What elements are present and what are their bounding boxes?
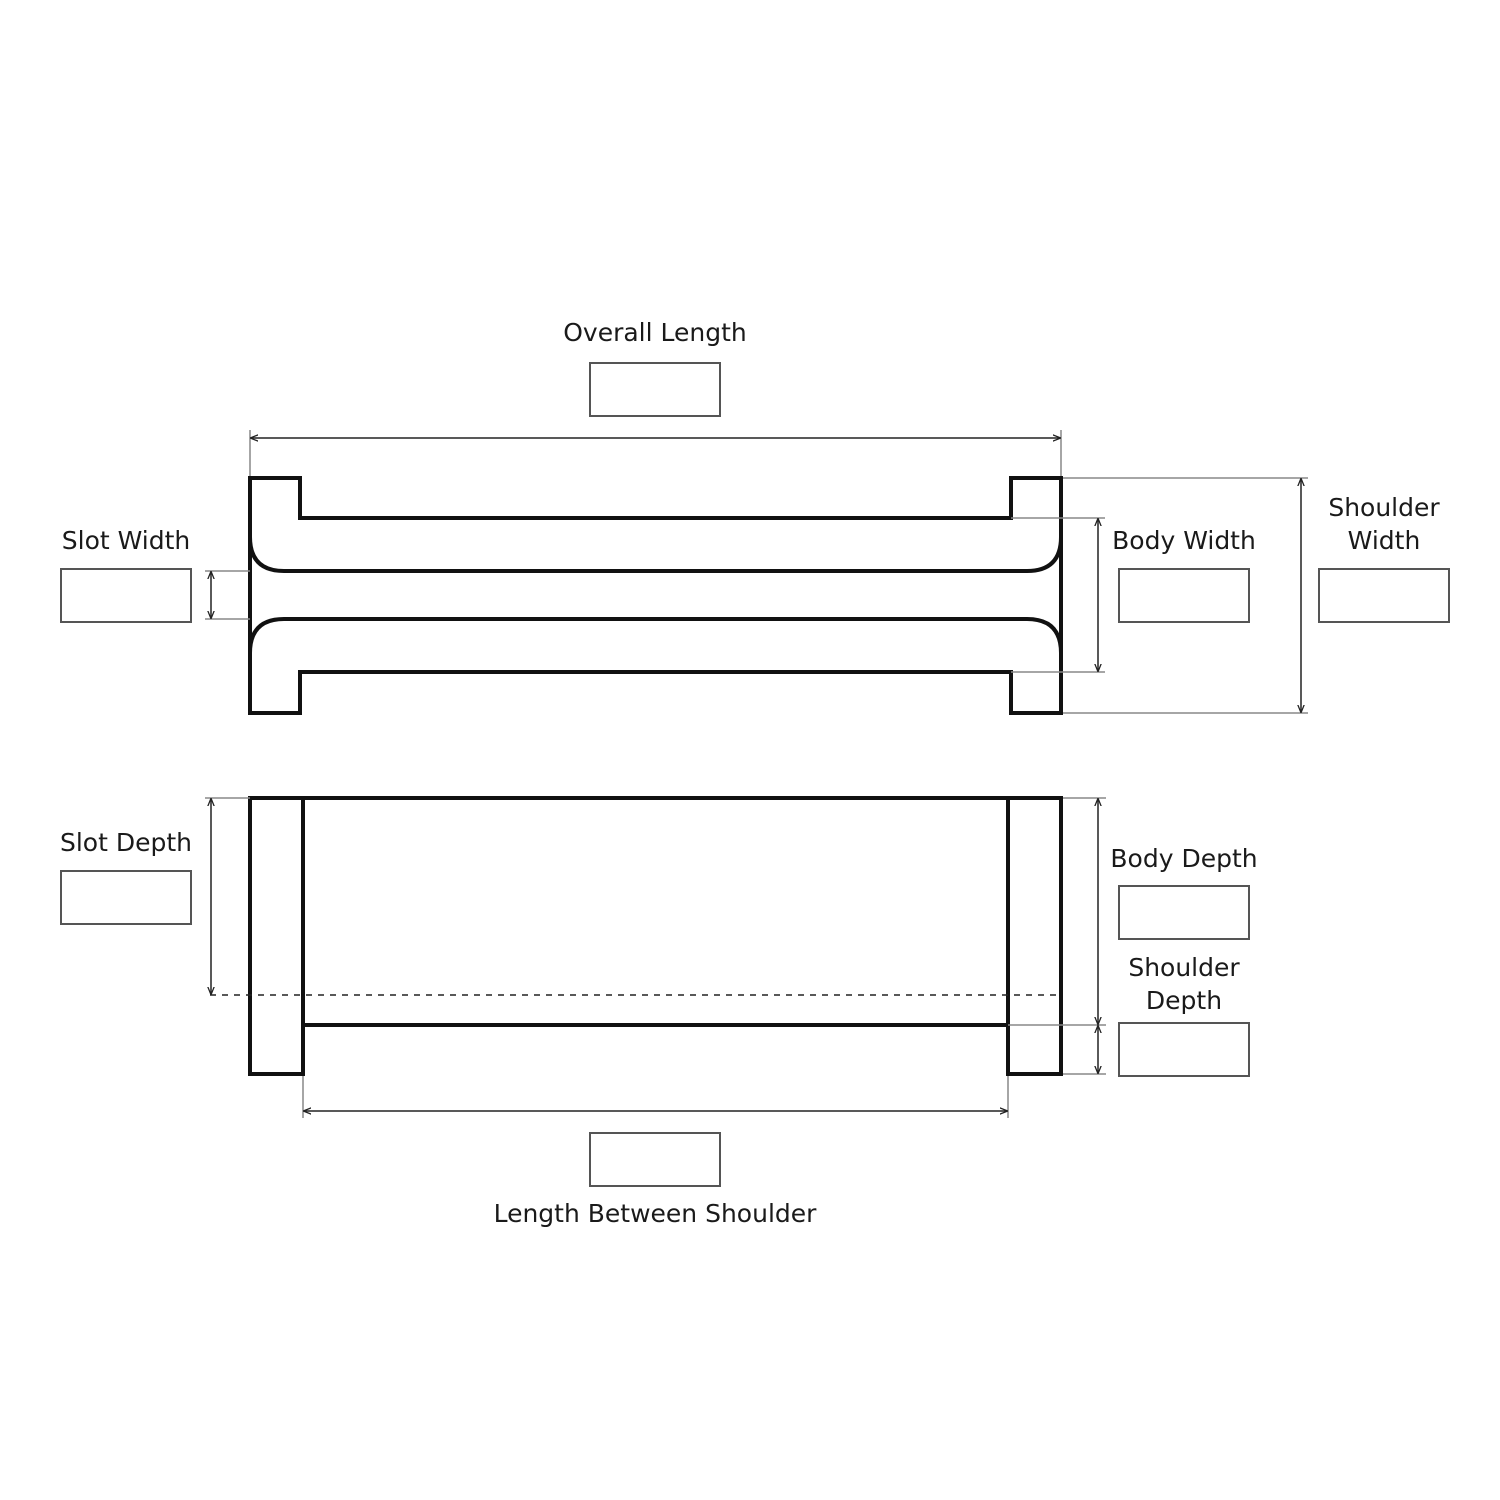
body-width-field[interactable]	[1118, 568, 1250, 623]
shoulder-width-field[interactable]	[1318, 568, 1450, 623]
shoulder-width-label-line1: Shoulder	[1328, 493, 1440, 522]
length-between-shoulder-field[interactable]	[589, 1132, 721, 1187]
overall-length-label: Overall Length	[563, 318, 747, 347]
slot-depth-dimension	[205, 797, 250, 994]
slot-depth-label: Slot Depth	[60, 828, 192, 857]
shoulder-depth-label-line2: Depth	[1146, 986, 1222, 1015]
slot-width-label: Slot Width	[62, 526, 191, 555]
length-between-shoulder-label: Length Between Shoulder	[494, 1199, 818, 1228]
shoulder-depth-label-line1: Shoulder	[1128, 953, 1240, 982]
body-depth-dimension	[1008, 797, 1106, 1026]
body-width-dimension	[1011, 517, 1105, 673]
shoulder-width-dimension	[1063, 477, 1308, 714]
body-width-label: Body Width	[1112, 526, 1256, 555]
slot-width-dimension	[205, 570, 250, 620]
body-depth-field[interactable]	[1118, 885, 1250, 940]
shoulder-width-label-line2: Width	[1348, 526, 1421, 555]
shoulder-depth-dimension	[1063, 1026, 1106, 1075]
side-view-right-shoulder	[1006, 796, 1063, 1076]
top-view-lower-half	[248, 617, 1063, 715]
side-view-left-shoulder	[248, 796, 305, 1076]
overall-length-field[interactable]	[589, 362, 721, 417]
top-view-upper-half	[248, 476, 1063, 573]
shoulder-depth-field[interactable]	[1118, 1022, 1250, 1077]
top-view	[248, 476, 1063, 715]
overall-length-dimension	[249, 430, 1062, 476]
side-view	[210, 796, 1063, 1076]
slot-depth-field[interactable]	[60, 870, 192, 925]
body-depth-label: Body Depth	[1110, 844, 1257, 873]
slot-width-field[interactable]	[60, 568, 192, 623]
length-between-shoulder-dimension	[302, 1076, 1009, 1118]
